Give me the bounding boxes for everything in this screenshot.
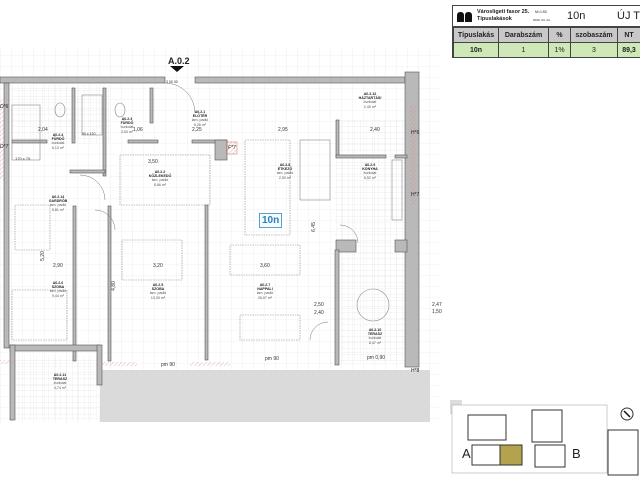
table-row: 10n 1 1% 3 89,3 bbox=[453, 42, 640, 58]
table-cell: 3 bbox=[570, 42, 618, 58]
shaft-label: H*6 bbox=[411, 130, 420, 136]
dimension: pm 90 bbox=[161, 362, 175, 368]
column-header: szobaszám bbox=[570, 27, 618, 43]
exterior-ground bbox=[100, 370, 430, 422]
logo-icon bbox=[457, 10, 473, 22]
site-map-label-a: A bbox=[462, 446, 471, 461]
door-mark: 3 00 30 bbox=[166, 80, 178, 84]
dimension: 1,06 bbox=[133, 127, 143, 133]
unit-tag: 10n bbox=[259, 213, 283, 228]
dimension: 2,25 bbox=[192, 127, 202, 133]
tiled-floors bbox=[12, 85, 413, 420]
dimension: pm 0,90 bbox=[367, 355, 386, 361]
unit-summary-table: Típuslakás Darabszám % szobaszám NT 10n … bbox=[453, 27, 640, 58]
column-header: Darabszám bbox=[498, 27, 549, 43]
project-subtitle: Típuslakások bbox=[477, 16, 512, 22]
title-block: Városligeti fasor 25. Típuslakások M=1:5… bbox=[452, 5, 640, 58]
door-swings bbox=[79, 82, 359, 341]
column-header: % bbox=[548, 27, 571, 43]
dimension: 6,45 bbox=[310, 222, 317, 232]
date: 2020. 04. 24. bbox=[533, 18, 551, 22]
unit-code: 10n bbox=[567, 10, 586, 22]
dimension: 90 x 120 bbox=[82, 132, 96, 136]
table-cell: 10n bbox=[453, 42, 499, 58]
table-cell: 1 bbox=[498, 42, 549, 58]
dimension: 3,50 bbox=[148, 159, 158, 165]
column-header: NT bbox=[617, 27, 640, 43]
dimension: 2,50 bbox=[314, 302, 324, 308]
walls bbox=[0, 71, 420, 421]
dimension: 3,60 bbox=[260, 263, 270, 269]
shaft-label: D*6 bbox=[0, 104, 9, 110]
dimension: 2,40 bbox=[314, 310, 324, 316]
dimension: 4,80 bbox=[110, 281, 117, 291]
site-map-label-b: B bbox=[572, 446, 581, 461]
dimension: 3,20 bbox=[153, 263, 163, 269]
type-label: ÚJ T_1 bbox=[617, 10, 640, 22]
dimension: 2,90 bbox=[53, 263, 63, 269]
dimension: 5,20 bbox=[39, 251, 46, 261]
dimension: 2,40 bbox=[370, 127, 380, 133]
dimension: 2,04 bbox=[38, 127, 48, 133]
project-name: Városligeti fasor 25. bbox=[477, 9, 530, 15]
facade-hatch bbox=[0, 100, 416, 366]
table-cell: 1% bbox=[548, 42, 571, 58]
dimension: 2,47 bbox=[432, 302, 442, 308]
table-cell: 89,3 bbox=[617, 42, 640, 58]
site-map bbox=[450, 400, 639, 476]
section-mark: A.0.2 bbox=[168, 56, 190, 66]
dimension: 1,50 bbox=[432, 309, 442, 315]
dimension: 2,95 bbox=[278, 127, 288, 133]
shaft-label: D*7 bbox=[0, 144, 9, 150]
shaft-label: H*7 bbox=[411, 192, 420, 198]
shaft-label: F*7 bbox=[228, 145, 236, 151]
scale: M=1:50 bbox=[535, 10, 547, 14]
shaft-label: H*8 bbox=[411, 368, 420, 374]
furniture bbox=[11, 94, 403, 341]
dimension: 170 x 75 bbox=[15, 156, 31, 161]
dimension: pm 90 bbox=[265, 356, 279, 362]
column-header: Típuslakás bbox=[453, 27, 499, 43]
section-arrow-icon bbox=[170, 66, 184, 72]
